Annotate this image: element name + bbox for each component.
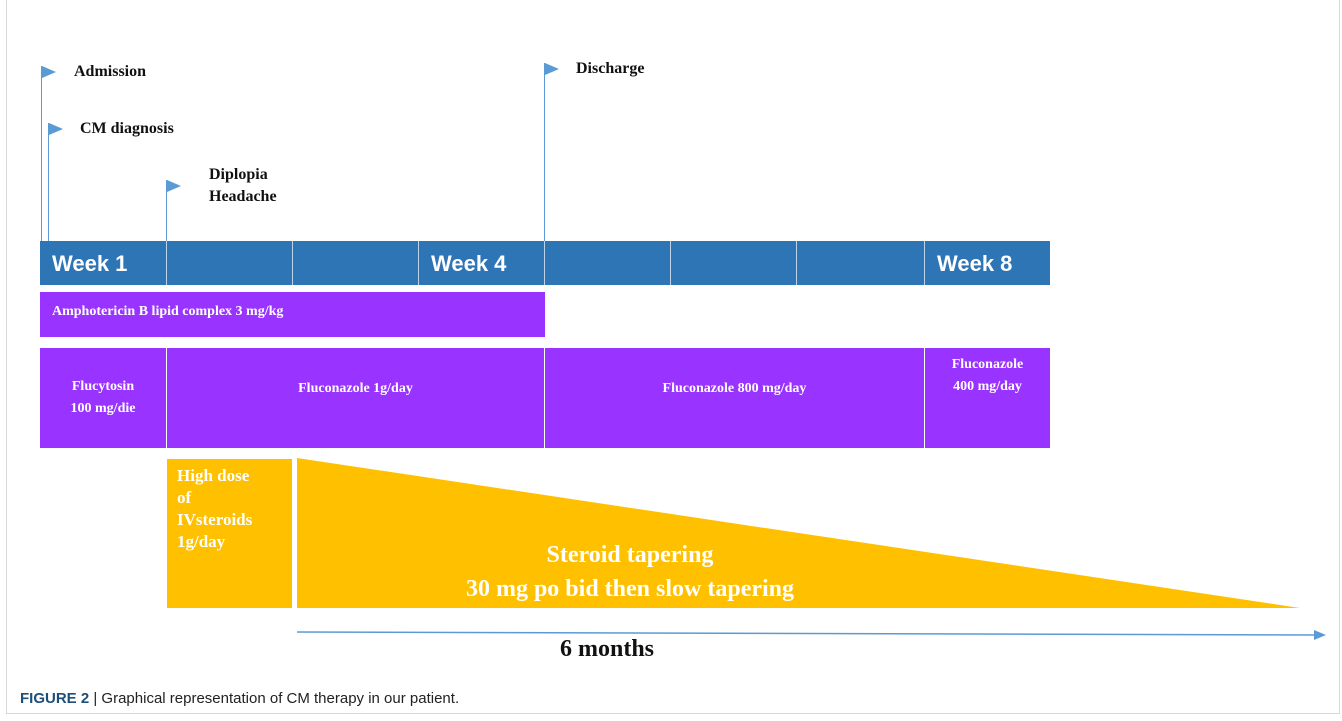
week-cell bbox=[292, 241, 418, 285]
flag-icon bbox=[167, 180, 181, 192]
week-cell: Week 8 bbox=[924, 241, 1050, 285]
event-label: Diplopia Headache bbox=[209, 166, 277, 205]
steroid-taper-line2: 30 mg po bid then slow tapering bbox=[465, 576, 795, 602]
figure-caption: FIGURE 2 | Graphical representation of C… bbox=[20, 690, 459, 707]
flag-pole bbox=[48, 123, 49, 242]
steroid-taper-triangle bbox=[297, 458, 1300, 608]
caption-prefix: FIGURE 2 bbox=[20, 690, 90, 707]
steroid-taper-line1: Steroid tapering bbox=[546, 542, 714, 568]
event-label: Admission bbox=[74, 63, 147, 80]
duration-label: 6 months bbox=[560, 636, 655, 662]
flag-icon bbox=[545, 63, 559, 75]
fluconazole-400-cell: Fluconazole 400 mg/day bbox=[924, 348, 1050, 448]
flag-icon bbox=[49, 123, 63, 135]
event-label: CM diagnosis bbox=[80, 120, 174, 137]
week-cell bbox=[166, 241, 292, 285]
week-cell bbox=[670, 241, 796, 285]
fluconazole-800-cell: Fluconazole 800 mg/day bbox=[544, 348, 924, 448]
flag-pole bbox=[544, 63, 545, 242]
week-cell: Week 1 bbox=[52, 251, 128, 276]
caption-text: | Graphical representation of CM therapy… bbox=[89, 690, 460, 707]
arrow-head-icon bbox=[1314, 630, 1326, 640]
flag-pole bbox=[41, 66, 42, 242]
fluconazole-1g-cell: Fluconazole 1g/day bbox=[166, 348, 544, 448]
flag-icon bbox=[42, 66, 56, 78]
week-cell bbox=[544, 241, 670, 285]
figure-frame bbox=[6, 0, 1340, 714]
flag-pole bbox=[166, 180, 167, 242]
week-cell: Week 4 bbox=[418, 241, 544, 285]
antifungal-row: Flucytosin 100 mg/die Fluconazole 1g/day… bbox=[40, 348, 1050, 448]
flucytosin-cell: Flucytosin 100 mg/die bbox=[70, 379, 136, 416]
amphotericin-bar: Amphotericin B lipid complex 3 mg/kg bbox=[40, 292, 545, 337]
high-dose-steroids-box: High dose of IVsteroids 1g/day bbox=[167, 459, 292, 608]
week-cell bbox=[796, 241, 924, 285]
event-label: Discharge bbox=[576, 60, 645, 77]
duration-arrow-line bbox=[296, 631, 1319, 636]
week-timeline-bar: Week 1 Week 4 Week 8 bbox=[40, 241, 1050, 285]
